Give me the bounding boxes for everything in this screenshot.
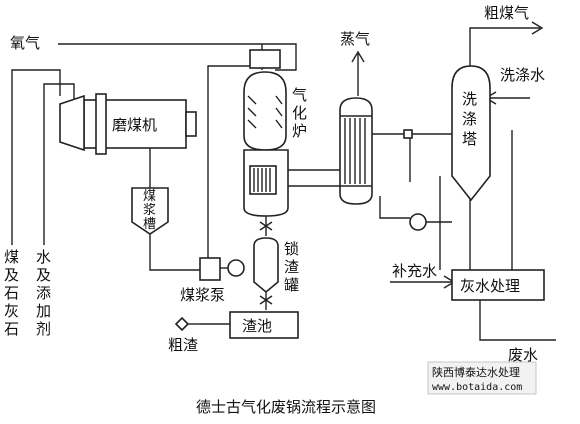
water-additive-label-5: 剂	[36, 320, 51, 338]
steam-label: 蒸气	[340, 30, 370, 48]
lock-hopper-label-2: 渣	[284, 258, 299, 276]
gasifier-label-3: 炉	[292, 122, 307, 140]
oxygen-label: 氧气	[10, 34, 40, 52]
slurry-pump	[199, 257, 245, 281]
coal-limestone-label-4: 灰	[4, 302, 19, 320]
gasifier	[243, 49, 289, 217]
coarse-slag-label: 粗渣	[168, 336, 198, 354]
scrubber-label-2: 涤	[462, 110, 477, 128]
water-additive-label-4: 加	[36, 302, 51, 320]
greywater-treatment: 灰水处理	[451, 269, 545, 301]
slurry-tank-label-3: 槽	[143, 217, 156, 232]
makeup-water-label: 补充水	[392, 262, 437, 280]
scrubber-label-3: 塔	[462, 130, 477, 148]
slurry-pump-label: 煤浆泵	[180, 286, 225, 304]
waste-water-label: 废水	[508, 346, 538, 364]
slurry-tank: 煤 浆 槽	[131, 187, 169, 235]
wash-water-label: 洗涤水	[500, 66, 545, 84]
water-additive-label: 水	[36, 248, 51, 266]
slurry-tank-label-1: 煤	[143, 189, 156, 204]
scrubber-tower	[451, 65, 491, 202]
scrubber-label: 洗	[462, 90, 477, 108]
flow-lines	[11, 21, 556, 341]
coal-limestone-label-3: 石	[4, 284, 19, 302]
water-additive-label-2: 及	[36, 266, 51, 284]
gasifier-label-2: 化	[292, 104, 307, 122]
coal-limestone-label-5: 石	[4, 320, 19, 338]
watermark-line-2: www.botaida.com	[432, 382, 522, 393]
coal-limestone-label: 煤	[4, 248, 19, 266]
lock-hopper-label-3: 罐	[284, 276, 299, 294]
mill-label: 磨煤机	[112, 116, 157, 134]
lock-hopper-label: 锁	[284, 240, 299, 258]
coal-mill: 磨煤机	[59, 93, 197, 155]
slurry-tank-label-2: 浆	[143, 203, 156, 218]
slag-pool: 渣池	[174, 311, 299, 339]
circulation-pump	[403, 129, 427, 231]
greywater-label: 灰水处理	[460, 277, 520, 295]
water-additive-label-3: 添	[36, 284, 51, 302]
waste-heat-boiler	[339, 97, 373, 205]
coal-limestone-label-2: 及	[4, 266, 19, 284]
lock-hopper	[253, 221, 279, 305]
diagram-caption: 德士古气化废锅流程示意图	[196, 398, 376, 416]
watermark-line-1: 陕西博泰达水处理	[432, 365, 520, 379]
raw-gas-label: 粗煤气	[484, 4, 529, 22]
watermark: 陕西博泰达水处理 www.botaida.com	[427, 361, 537, 395]
slag-pool-label: 渣池	[242, 317, 272, 335]
gasifier-label: 气	[292, 86, 307, 104]
